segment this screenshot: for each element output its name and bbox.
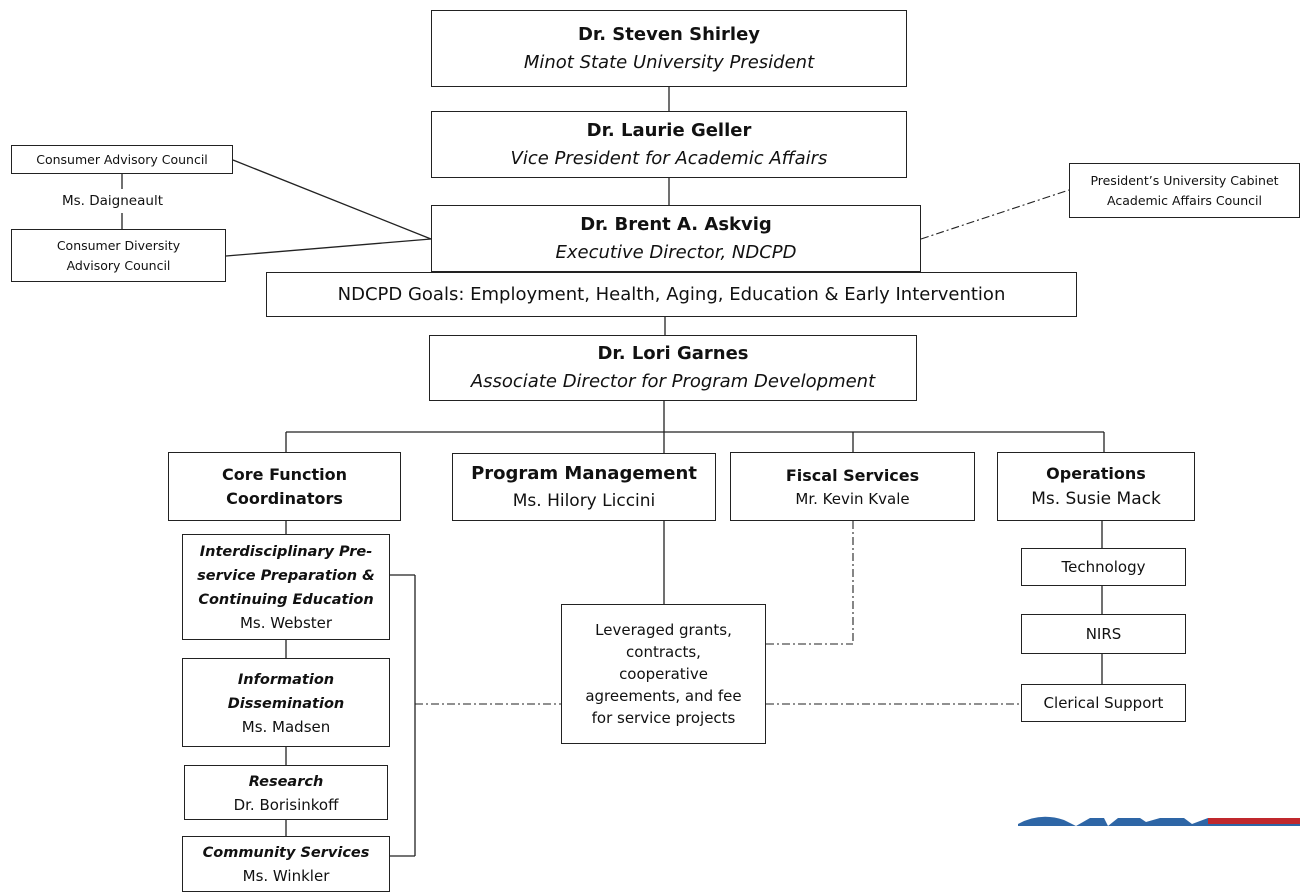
exec-name: Dr. Brent A. Askvig bbox=[580, 213, 772, 235]
vp-title: Vice President for Academic Affairs bbox=[510, 147, 828, 169]
core-unit-preservice-box[interactable]: Interdisciplinary Pre- service Preparati… bbox=[182, 534, 390, 640]
cabinet-box[interactable]: President’s University Cabinet Academic … bbox=[1069, 163, 1300, 218]
grants-line3: cooperative bbox=[619, 665, 708, 683]
grants-line1: Leveraged grants, bbox=[595, 621, 732, 639]
core-unit-dissemination-box[interactable]: Information Dissemination Ms. Madsen bbox=[182, 658, 390, 747]
fiscal-name: Fiscal Services bbox=[785, 465, 920, 485]
consumer-advisory-council-box[interactable]: Consumer Advisory Council bbox=[11, 145, 233, 174]
assoc-name: Dr. Lori Garnes bbox=[597, 343, 749, 364]
core-line1: Core Function bbox=[222, 464, 347, 484]
unit2-line2: Dissemination bbox=[227, 695, 345, 712]
unit2-person: Ms. Madsen bbox=[241, 717, 331, 736]
assoc-title: Associate Director for Program Developme… bbox=[470, 371, 876, 392]
cabinet-line1: President’s University Cabinet bbox=[1090, 172, 1279, 188]
vp-box[interactable]: Dr. Laurie Geller Vice President for Aca… bbox=[431, 111, 907, 178]
council2-line2: Advisory Council bbox=[66, 257, 171, 273]
president-box[interactable]: Dr. Steven Shirley Minot State Universit… bbox=[431, 10, 907, 87]
core-line2: Coordinators bbox=[226, 488, 343, 508]
operations-box[interactable]: Operations Ms. Susie Mack bbox=[997, 452, 1195, 521]
cabinet-line2: Academic Affairs Council bbox=[1107, 192, 1262, 208]
unit1-person: Ms. Webster bbox=[239, 614, 333, 632]
unit4-person: Ms. Winkler bbox=[242, 867, 330, 885]
fiscal-services-box[interactable]: Fiscal Services Mr. Kevin Kvale bbox=[730, 452, 975, 521]
unit2-line1: Information bbox=[237, 671, 335, 688]
unit3-line1: Research bbox=[248, 773, 324, 790]
clerical-label: Clerical Support bbox=[1043, 694, 1164, 712]
unit1-line3: Continuing Education bbox=[198, 592, 374, 608]
core-unit-research-box[interactable]: Research Dr. Borisinkoff bbox=[184, 765, 388, 820]
liaison-label: Ms. Daigneault bbox=[62, 193, 163, 209]
technology-box[interactable]: Technology bbox=[1021, 548, 1186, 586]
fiscal-person: Mr. Kevin Kvale bbox=[795, 489, 910, 508]
program-management-box[interactable]: Program Management Ms. Hilory Liccini bbox=[452, 453, 716, 521]
leveraged-grants-box[interactable]: Leveraged grants, contracts, cooperative… bbox=[561, 604, 766, 744]
unit1-line2: service Preparation & bbox=[197, 568, 375, 584]
unit1-line1: Interdisciplinary Pre- bbox=[199, 544, 373, 560]
vp-name: Dr. Laurie Geller bbox=[586, 119, 752, 141]
program-person: Ms. Hilory Liccini bbox=[512, 491, 656, 511]
associate-director-box[interactable]: Dr. Lori Garnes Associate Director for P… bbox=[429, 335, 917, 401]
technology-label: Technology bbox=[1061, 558, 1146, 576]
clerical-support-box[interactable]: Clerical Support bbox=[1021, 684, 1186, 722]
president-name: Dr. Steven Shirley bbox=[577, 23, 761, 45]
president-title: Minot State University President bbox=[523, 51, 815, 73]
council2-line1: Consumer Diversity bbox=[56, 237, 181, 253]
goals-box[interactable]: NDCPD Goals: Employment, Health, Aging, … bbox=[266, 272, 1077, 317]
unit3-person: Dr. Borisinkoff bbox=[233, 795, 339, 814]
grants-line5: for service projects bbox=[591, 709, 736, 727]
grants-line2: contracts, bbox=[626, 643, 701, 661]
logo-fragment bbox=[1018, 816, 1300, 826]
program-name: Program Management bbox=[471, 463, 697, 484]
nirs-label: NIRS bbox=[1085, 625, 1122, 643]
nirs-box[interactable]: NIRS bbox=[1021, 614, 1186, 654]
operations-name: Operations bbox=[1046, 463, 1146, 483]
operations-person: Ms. Susie Mack bbox=[1031, 488, 1161, 509]
core-function-box[interactable]: Core Function Coordinators bbox=[168, 452, 401, 521]
grants-line4: agreements, and fee bbox=[585, 687, 742, 705]
executive-director-box[interactable]: Dr. Brent A. Askvig Executive Director, … bbox=[431, 205, 921, 272]
council1-label: Consumer Advisory Council bbox=[36, 151, 208, 167]
exec-title: Executive Director, NDCPD bbox=[555, 241, 797, 263]
unit4-line1: Community Services bbox=[202, 845, 370, 861]
goals-text: NDCPD Goals: Employment, Health, Aging, … bbox=[337, 284, 1006, 305]
core-unit-community-box[interactable]: Community Services Ms. Winkler bbox=[182, 836, 390, 892]
consumer-diversity-council-box[interactable]: Consumer Diversity Advisory Council bbox=[11, 229, 226, 282]
